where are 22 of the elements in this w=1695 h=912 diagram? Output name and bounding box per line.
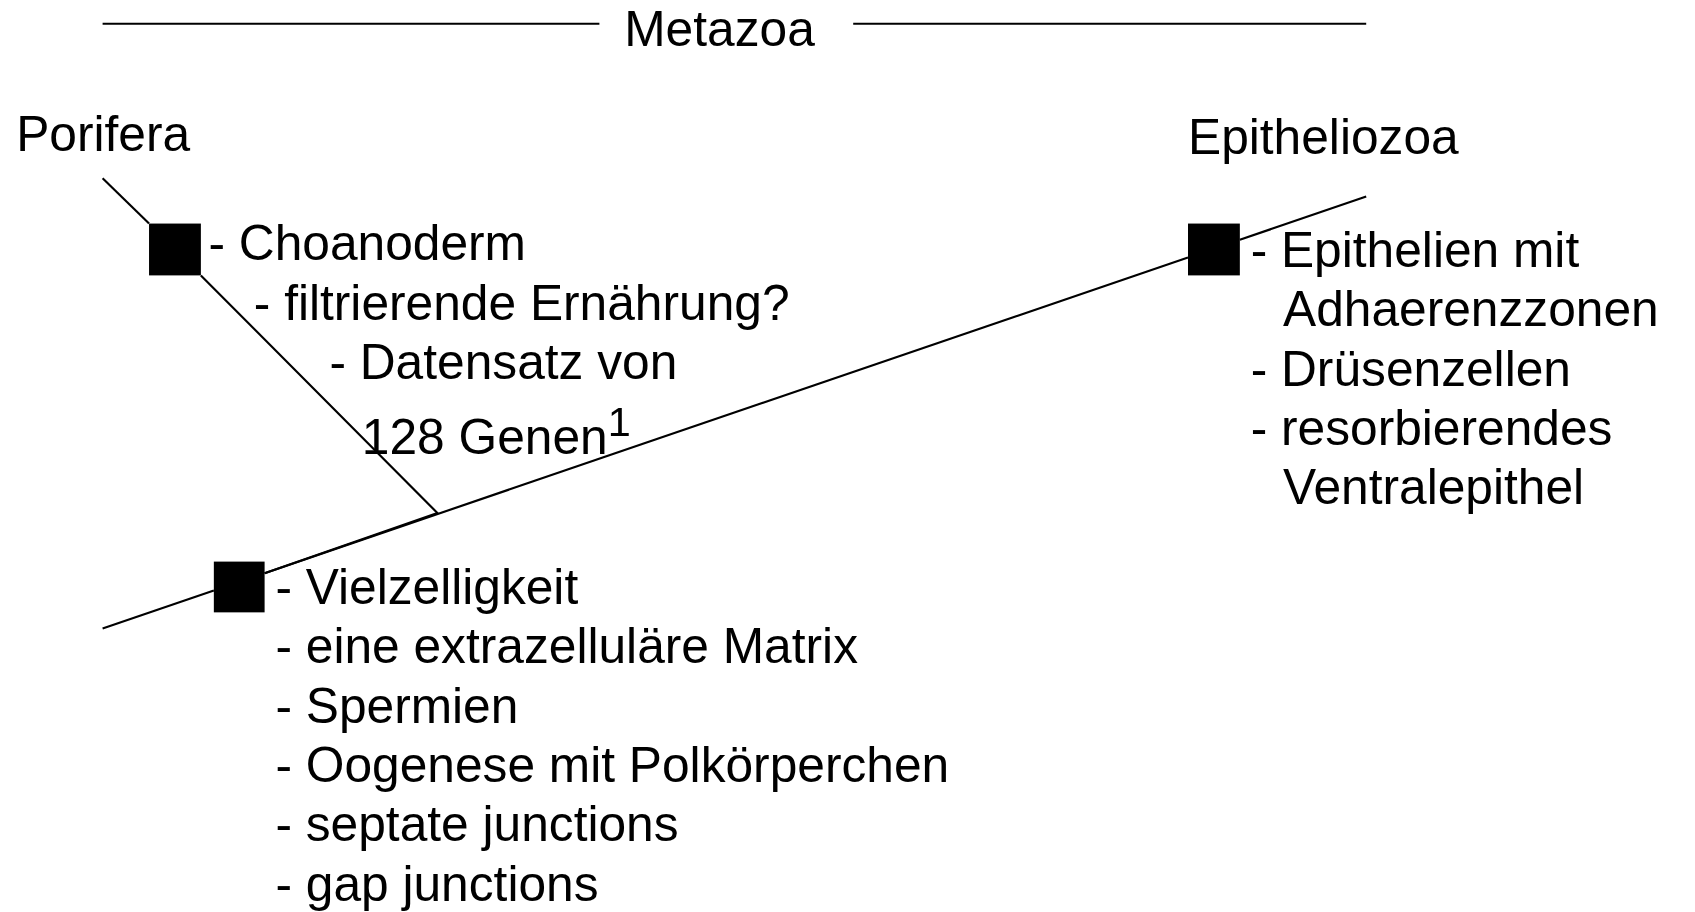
- cladogram-branch: [101, 177, 150, 225]
- trait-text: - resorbierendes Ventralepithel: [1250, 398, 1614, 518]
- cladogram-branch: [1239, 195, 1367, 241]
- cladogram-branch: [264, 256, 1189, 575]
- trait-text: - gap junctions: [275, 854, 599, 912]
- trait-text: - eine extrazelluläre Matrix: [275, 616, 858, 676]
- trait-text: - septate junctions: [275, 794, 679, 855]
- taxon-label: Porifera: [16, 104, 191, 165]
- trait-text: - Choanoderm: [208, 213, 526, 274]
- trait-text: - Spermien: [275, 676, 519, 736]
- trait-text: - Drüsenzellen: [1250, 339, 1571, 399]
- apomorphy-square: [213, 561, 265, 613]
- trait-text: - Datensatz von 128 Genen$^{1}$: [329, 332, 679, 467]
- cladogram-branch: [102, 589, 215, 630]
- trait-text: - Oogenese mit Polkörperchen: [275, 735, 950, 795]
- apomorphy-square: [149, 223, 201, 276]
- apomorphy-square: [1188, 223, 1240, 276]
- trait-text: - filtrierende Ernährung?: [253, 273, 790, 333]
- clade-label: Metazoa: [624, 0, 815, 60]
- trait-text: - Epithelien mit Adhaerenzzonen: [1250, 220, 1660, 339]
- trait-text: - Vielzelligkeit: [275, 557, 579, 617]
- taxon-label: Epitheliozoa: [1188, 108, 1459, 168]
